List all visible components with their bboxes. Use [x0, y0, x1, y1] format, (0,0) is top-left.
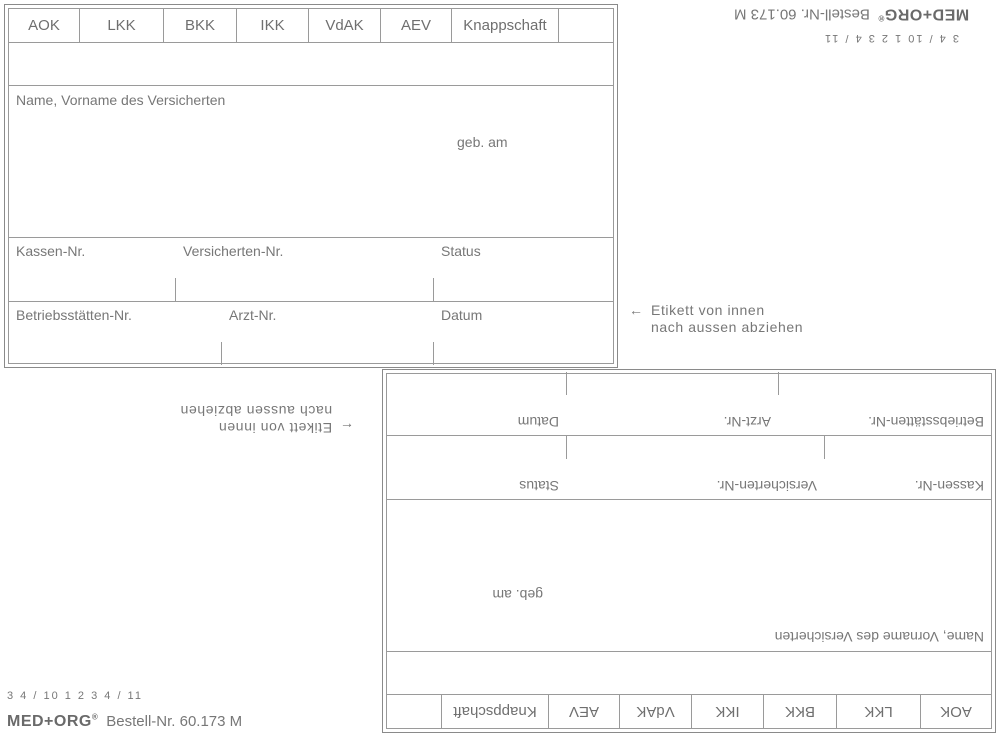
tab-aev: AEV [548, 695, 619, 728]
print-code-rotated: 3 4 / 10 1 2 3 4 / 11 [823, 32, 959, 44]
peel-instruction-line1: Etikett von innen [218, 420, 333, 436]
versicherten-nr-label: Versicherten-Nr. [183, 243, 284, 259]
status-label: Status [441, 243, 481, 259]
peel-instruction-line2: nach aussen abziehen [180, 403, 333, 419]
arzt-nr-label: Arzt-Nr. [723, 414, 771, 430]
field-separator [175, 278, 176, 301]
name-field-label: Name, Vorname des Versicherten [16, 92, 226, 108]
label-form: AOK LKK BKK IKK VdAK AEV Knappschaft Nam… [8, 8, 614, 365]
tab-bkk: BKK [763, 695, 836, 728]
tab-bkk: BKK [164, 9, 237, 42]
versicherten-nr-label: Versicherten-Nr. [716, 478, 817, 494]
kassen-nr-label: Kassen-Nr. [914, 478, 984, 494]
insurance-tab-row: AOK LKK BKK IKK VdAK AEV Knappschaft [9, 9, 613, 43]
tab-knappschaft: Knappschaft [452, 9, 559, 42]
field-separator [221, 342, 222, 365]
betriebsstaetten-nr-label: Betriebsstätten-Nr. [868, 414, 984, 430]
medorg-logo: MED+ORG® [7, 713, 99, 731]
divider [9, 237, 613, 238]
datum-label: Datum [441, 307, 483, 323]
field-separator [433, 342, 434, 365]
arzt-nr-label: Arzt-Nr. [229, 307, 277, 323]
tab-vdak: VdAK [309, 9, 381, 42]
tab-aok: AOK [9, 9, 80, 42]
order-number: Bestell-Nr. 60.173 M [734, 5, 870, 22]
insurance-tab-row: AOK LKK BKK IKK VdAK AEV Knappschaft [387, 694, 991, 728]
peel-instruction: ← Etikett von innen nach aussen abziehen [629, 302, 803, 336]
field-separator [778, 372, 779, 395]
tab-aok: AOK [920, 695, 991, 728]
tab-lkk: LKK [836, 695, 920, 728]
divider [9, 301, 613, 302]
tab-lkk: LKK [80, 9, 164, 42]
birth-date-label: geb. am [492, 587, 543, 603]
peel-instruction-line2: nach aussen abziehen [651, 319, 804, 335]
betriebsstaetten-nr-label: Betriebsstätten-Nr. [16, 307, 132, 323]
name-field-label: Name, Vorname des Versicherten [774, 629, 984, 645]
divider [387, 435, 991, 436]
label-card-top: AOK LKK BKK IKK VdAK AEV Knappschaft Nam… [4, 4, 618, 368]
tab-aev: AEV [381, 9, 452, 42]
brand-footer-rotated: MED+ORG® Bestell-Nr. 60.173 M [734, 4, 969, 22]
kassen-nr-label: Kassen-Nr. [16, 243, 86, 259]
field-separator [433, 278, 434, 301]
datum-label: Datum [517, 414, 559, 430]
divider [9, 85, 613, 86]
divider [387, 499, 991, 500]
field-separator [566, 372, 567, 395]
field-separator [566, 436, 567, 459]
peel-instruction-line1: Etikett von innen [651, 302, 765, 318]
brand-footer: MED+ORG® Bestell-Nr. 60.173 M [7, 713, 242, 731]
divider [387, 651, 991, 652]
arrow-left-icon: ← [629, 302, 644, 318]
tab-knappschaft: Knappschaft [441, 695, 548, 728]
field-separator [824, 436, 825, 459]
tab-ikk: IKK [237, 9, 309, 42]
label-card-bottom: AOK LKK BKK IKK VdAK AEV Knappschaft Nam… [382, 369, 996, 733]
medorg-logo: MED+ORG® [877, 5, 970, 23]
status-label: Status [519, 478, 559, 494]
tab-ikk: IKK [691, 695, 763, 728]
peel-instruction-rotated: ← Etikett von innen nach aussen abziehen [180, 402, 354, 436]
order-number: Bestell-Nr. 60.173 M [106, 713, 243, 731]
birth-date-label: geb. am [457, 134, 508, 150]
tab-vdak: VdAK [619, 695, 691, 728]
label-form: AOK LKK BKK IKK VdAK AEV Knappschaft Nam… [386, 372, 992, 729]
arrow-left-icon: ← [339, 420, 355, 436]
print-code: 3 4 / 10 1 2 3 4 / 11 [7, 690, 143, 702]
